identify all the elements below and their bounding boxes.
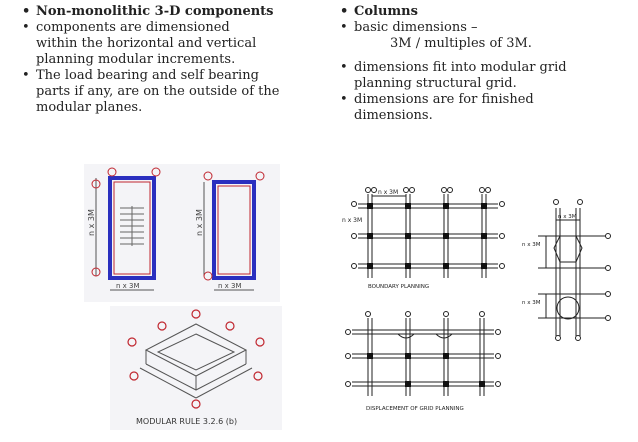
grid-bubbles: [345, 311, 501, 387]
column-top-label: n x 3M: [558, 214, 577, 220]
right-text-column: Columns basic dimensions – 3M / multiple…: [340, 4, 630, 124]
bullet-non-monolithic: Non-monolithic 3-D components: [22, 4, 322, 20]
left-panel-outline: [108, 176, 156, 280]
left-text-column: Non-monolithic 3-D components components…: [22, 4, 322, 116]
bullet-columns: Columns: [340, 4, 630, 20]
sketch-paper: [110, 306, 282, 430]
grid-bubbles: [553, 199, 611, 341]
boundary-planning-figure: n x 3M n x 3M BOUNDARY PLANNING: [342, 187, 505, 290]
left-dimension-label: n x 3M: [87, 209, 96, 236]
modular-rule-caption: MODULAR RULE 3.2.6 (b): [136, 417, 237, 426]
grid-bubbles: [127, 309, 265, 409]
bullet-basic-dimensions: basic dimensions – 3M / multiples of 3M.: [340, 20, 630, 52]
right-panel-outline: [212, 180, 256, 280]
right-dimension-label: n x 3M: [195, 209, 204, 236]
right-panel-inner: [217, 185, 251, 275]
bullet-components-dimensioned: components are dimensioned within the ho…: [22, 20, 322, 68]
isometric-box: [139, 323, 253, 399]
grid-bubble: [91, 179, 101, 189]
panel-hatching: [120, 206, 144, 246]
panel-sketch-figure: n x 3M n x 3M n x 3M n x 3M: [84, 164, 280, 302]
column-lines: [538, 208, 606, 336]
grid-bubble: [255, 171, 265, 181]
column-mid-label: n x 3M: [522, 242, 541, 248]
bullet-modular-grid: dimensions fit into modular grid plannin…: [340, 60, 630, 92]
grid-bubble: [91, 267, 101, 277]
grid-bubble: [151, 167, 161, 177]
column-squares: [367, 203, 487, 269]
grid-bubbles: [351, 187, 505, 269]
bullet-load-bearing: The load bearing and self bearing parts …: [22, 68, 322, 116]
grid-top-label: n x 3M: [378, 189, 398, 196]
column-squares: [367, 353, 485, 387]
grid-lines: [358, 194, 498, 278]
bullet-finished-dimensions: dimensions are for finished dimensions.: [340, 92, 630, 124]
right-bottom-label: n x 3M: [218, 282, 242, 290]
column-low-label: n x 3M: [522, 300, 541, 306]
displacement-planning-figure: DISPLACEMENT OF GRID PLANNING: [345, 311, 501, 412]
displacement-planning-caption: DISPLACEMENT OF GRID PLANNING: [366, 406, 464, 412]
boundary-planning-caption: BOUNDARY PLANNING: [368, 284, 429, 290]
grid-bubble: [203, 171, 213, 181]
grid-bubble: [107, 167, 117, 177]
grid-left-label: n x 3M: [342, 217, 362, 224]
grid-bubble: [203, 271, 213, 281]
sketch-paper: [84, 164, 280, 302]
left-panel-inner: [113, 181, 151, 275]
displaced-grid-lines: [352, 318, 494, 396]
column-grid-figure: n x 3M n x 3M n x 3M: [522, 199, 611, 341]
modular-rule-figure: MODULAR RULE 3.2.6 (b): [110, 306, 282, 430]
left-bottom-label: n x 3M: [116, 282, 140, 290]
